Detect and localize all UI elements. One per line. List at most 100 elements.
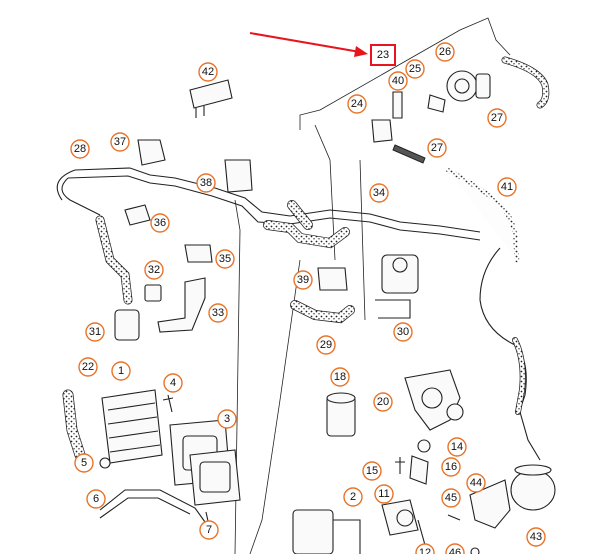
callout-27: 27 — [487, 108, 507, 128]
callout-circle — [111, 361, 131, 381]
callout-circle — [441, 457, 461, 477]
callout-circle — [415, 543, 435, 554]
callout-26: 26 — [435, 42, 455, 62]
callout-circle — [347, 94, 367, 114]
callout-29: 29 — [316, 335, 336, 355]
callout-label: 5 — [81, 457, 87, 469]
callout-15: 15 — [362, 461, 382, 481]
callout-label: 41 — [501, 181, 513, 193]
callout-label: 18 — [334, 371, 346, 383]
callout-circle — [150, 213, 170, 233]
callout-45: 45 — [441, 488, 461, 508]
callout-37: 37 — [110, 132, 130, 152]
callout-43: 43 — [526, 527, 546, 547]
callout-label: 35 — [219, 253, 231, 265]
callout-circle — [447, 437, 467, 457]
callout-label: 30 — [397, 326, 409, 338]
callout-label: 38 — [200, 177, 212, 189]
callout-label: 24 — [351, 98, 363, 110]
callout-label: 36 — [154, 217, 166, 229]
callout-28: 28 — [70, 139, 90, 159]
callout-circle — [78, 357, 98, 377]
callout-25: 25 — [405, 59, 425, 79]
callout-circle — [316, 335, 336, 355]
callout-41: 41 — [497, 177, 517, 197]
callout-label: 44 — [470, 477, 482, 489]
callout-6: 6 — [86, 489, 106, 509]
callout-label: 1 — [118, 365, 124, 377]
callout-circle — [405, 59, 425, 79]
callout-label: 45 — [445, 492, 457, 504]
callout-label: 20 — [377, 396, 389, 408]
callout-4: 4 — [163, 373, 183, 393]
callout-circle — [487, 108, 507, 128]
callout-circle — [85, 322, 105, 342]
callout-label: 3 — [224, 413, 230, 425]
callout-circle — [293, 270, 313, 290]
callout-31: 31 — [85, 322, 105, 342]
callout-circle — [441, 488, 461, 508]
line-art — [56, 17, 556, 554]
callout-label: 4 — [170, 377, 176, 389]
callout-22: 22 — [78, 357, 98, 377]
pointer-arrowhead — [354, 46, 368, 57]
callout-circle — [110, 132, 130, 152]
callout-label: 43 — [530, 531, 542, 543]
callout-46: 46 — [445, 543, 465, 554]
callout-label: 39 — [297, 274, 309, 286]
callout-18: 18 — [330, 367, 350, 387]
callout-39: 39 — [293, 270, 313, 290]
callout-circle — [374, 484, 394, 504]
callout-circle — [196, 173, 216, 193]
callout-circle — [70, 139, 90, 159]
callout-circle — [369, 183, 389, 203]
callout-circle — [163, 373, 183, 393]
callout-circle — [208, 303, 228, 323]
callout-label: 16 — [445, 461, 457, 473]
callout-circle — [217, 409, 237, 429]
callout-34: 34 — [369, 183, 389, 203]
callout-label: 34 — [373, 187, 385, 199]
callout-label: 29 — [320, 339, 332, 351]
callout-38: 38 — [196, 173, 216, 193]
callout-30: 30 — [393, 322, 413, 342]
callout-label: 27 — [491, 112, 503, 124]
callout-label: 6 — [93, 493, 99, 505]
callout-33: 33 — [208, 303, 228, 323]
highlighted-callout-label: 23 — [377, 49, 389, 61]
callout-5: 5 — [74, 453, 94, 473]
callout-circle — [526, 527, 546, 547]
callout-label: 37 — [114, 136, 126, 148]
callout-circle — [497, 177, 517, 197]
callout-label: 26 — [439, 46, 451, 58]
callout-label: 42 — [202, 66, 214, 78]
callout-label: 31 — [89, 326, 101, 338]
callout-12: 12 — [415, 543, 435, 554]
callout-40: 40 — [388, 71, 408, 91]
callout-circle — [86, 489, 106, 509]
callout-label: 33 — [212, 307, 224, 319]
callout-label: 28 — [74, 143, 86, 155]
callout-1: 1 — [111, 361, 131, 381]
callout-44: 44 — [466, 473, 486, 493]
callout-11: 11 — [374, 484, 394, 504]
callout-circle — [215, 249, 235, 269]
callout-27: 27 — [427, 138, 447, 158]
callout-circle — [330, 367, 350, 387]
callout-label: 12 — [419, 547, 431, 554]
callout-35: 35 — [215, 249, 235, 269]
callout-circle — [435, 42, 455, 62]
callout-circle — [343, 487, 363, 507]
callout-label: 46 — [449, 547, 461, 554]
callout-circle — [388, 71, 408, 91]
callout-label: 2 — [350, 491, 356, 503]
callout-label: 40 — [392, 75, 404, 87]
callout-16: 16 — [441, 457, 461, 477]
callout-circle — [74, 453, 94, 473]
callout-14: 14 — [447, 437, 467, 457]
highlight-box — [370, 44, 396, 66]
callout-circle — [199, 520, 219, 540]
callout-20: 20 — [373, 392, 393, 412]
